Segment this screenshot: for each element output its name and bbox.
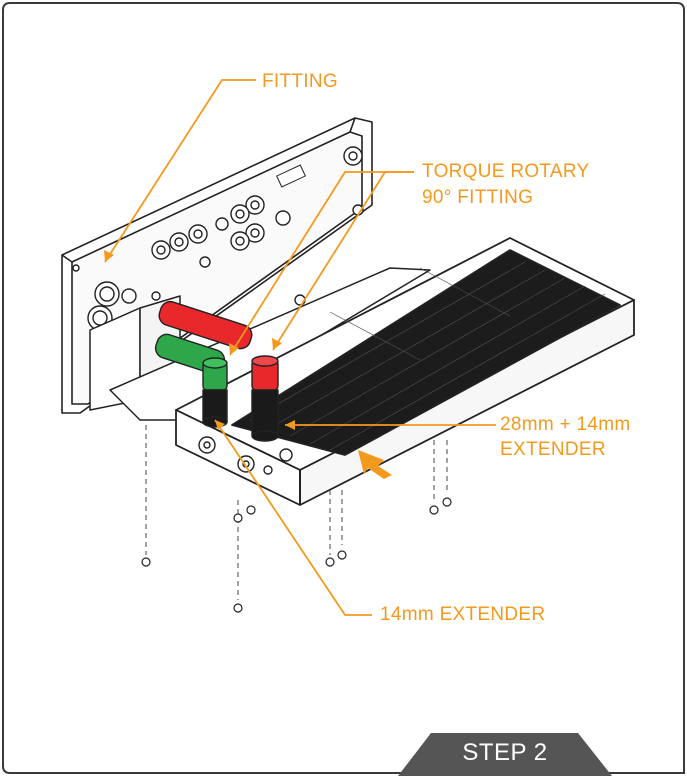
label-28mm-14mm: 28mm + 14mm [500,414,631,435]
screw-guides [145,425,448,600]
screws [141,497,452,613]
label-extender: EXTENDER [500,439,606,460]
callout-arrowheads [104,250,295,430]
label-14mm-extender: 14mm EXTENDER [380,604,546,625]
label-torque-rotary: TORQUE ROTARY [422,161,590,182]
red-tube [158,300,253,350]
red-rotary-fitting [251,355,279,442]
green-rotary-fitting [202,357,228,428]
radiator-fins [249,261,606,451]
step-label: STEP 2 [462,739,548,766]
logo-plate [276,164,306,188]
step-tab [398,733,612,776]
insert-arrow [358,450,392,479]
label-90-fitting: 90° FITTING [422,187,534,208]
callout-leaders [104,79,496,616]
label-fitting: FITTING [262,71,338,92]
plate-ports [72,146,364,364]
radiator [175,237,635,506]
